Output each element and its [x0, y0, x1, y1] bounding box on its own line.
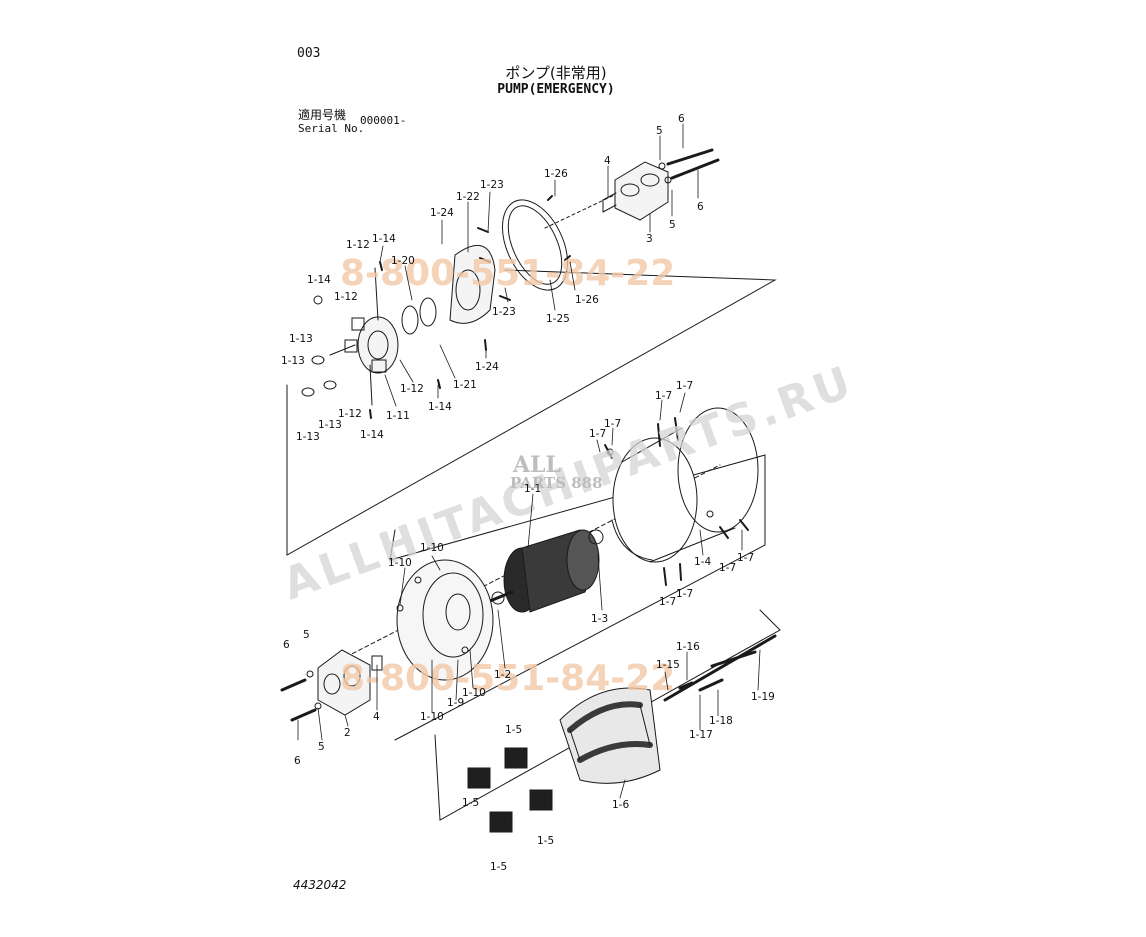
- callout-1-20: 1-20: [391, 255, 415, 267]
- serial-label-japanese: 適用号機: [298, 108, 347, 122]
- callout-1-14-low: 1-14: [360, 429, 384, 441]
- through-bolts-lower: [663, 634, 777, 702]
- callout-1-2: 1-2: [494, 669, 511, 681]
- callout-1-7-f: 1-7: [719, 562, 736, 574]
- callout-6-top-right: 6: [678, 113, 685, 125]
- callout-1-5-left: 1-5: [462, 797, 479, 809]
- callout-1-7-d: 1-7: [589, 428, 606, 440]
- end-ring: [502, 199, 568, 291]
- callout-1-14-left: 1-14: [307, 274, 331, 286]
- callout-1-7-g: 1-7: [676, 588, 693, 600]
- callout-1-21: 1-21: [453, 379, 477, 391]
- callout-1-16: 1-16: [676, 641, 700, 653]
- callout-4-lower: 4: [373, 711, 380, 723]
- callout-1-12-left: 1-12: [334, 291, 358, 303]
- callout-1-7-h: 1-7: [659, 596, 676, 608]
- callout-1-13-low-b: 1-13: [296, 431, 320, 443]
- end-frame: [396, 559, 494, 681]
- callout-1-24-top: 1-24: [430, 207, 454, 219]
- callout-labels: 6 5 4 3 5 6 1-26 1-23 1-22 1-24 1-12 1-1…: [281, 113, 775, 873]
- callout-1-24-mid: 1-24: [475, 361, 499, 373]
- page-title-english: PUMP(EMERGENCY): [497, 82, 615, 97]
- callout-1-5-bottom: 1-5: [490, 861, 507, 873]
- callout-1-7-e: 1-7: [737, 552, 754, 564]
- callout-1-7-a: 1-7: [655, 390, 672, 402]
- callout-1-23-mid: 1-23: [492, 306, 516, 318]
- callout-1-10-bottom: 1-10: [420, 711, 444, 723]
- middle-frame: [389, 454, 766, 741]
- callout-1-25: 1-25: [546, 313, 570, 325]
- callout-1-12-low: 1-12: [338, 408, 362, 420]
- callout-1-10-left: 1-10: [388, 557, 412, 569]
- yoke-screws: [604, 417, 749, 586]
- callout-1-26-mid: 1-26: [575, 294, 599, 306]
- watermark-phone-upper: 8-800-551-84-22: [340, 253, 675, 294]
- yoke-housing: [606, 407, 759, 563]
- page-number: 003: [297, 46, 321, 61]
- callout-1-10-top: 1-10: [420, 542, 444, 554]
- callout-1-19: 1-19: [751, 691, 775, 703]
- callout-1-5-upper: 1-5: [505, 724, 522, 736]
- watermark-phone-lower: 8-800-551-84-22: [340, 658, 675, 699]
- callout-5-upper-right: 5: [669, 219, 676, 231]
- callout-2: 2: [344, 727, 351, 739]
- callout-1-3: 1-3: [591, 613, 608, 625]
- callout-6-lower-left: 6: [283, 639, 290, 651]
- upper-frame: [286, 269, 777, 556]
- watermark-logo-line1: ALL: [512, 452, 561, 478]
- callout-1-9: 1-9: [447, 697, 464, 709]
- callout-4-top: 4: [604, 155, 611, 167]
- callout-1-10-right: 1-10: [462, 687, 486, 699]
- callout-1-1: 1-1: [524, 483, 541, 495]
- brush-cover: [449, 195, 571, 324]
- watermark-logo-line2: PARTS 888: [510, 474, 603, 492]
- callout-3: 3: [646, 233, 653, 245]
- callout-1-23-top: 1-23: [480, 179, 504, 191]
- pole-shoes: [467, 747, 553, 833]
- callout-1-17: 1-17: [689, 729, 713, 741]
- callout-6-lower: 6: [294, 755, 301, 767]
- callout-1-12-top: 1-12: [346, 239, 370, 251]
- armature: [478, 529, 604, 613]
- callout-1-13-left-a: 1-13: [289, 333, 313, 345]
- callout-1-18: 1-18: [709, 715, 733, 727]
- field-coil: [559, 687, 661, 784]
- callout-5-top: 5: [656, 125, 663, 137]
- figure-id: 4432042: [293, 878, 347, 892]
- callout-1-6: 1-6: [612, 799, 629, 811]
- callout-1-7-c: 1-7: [604, 418, 621, 430]
- callout-5-lower-left: 5: [303, 629, 310, 641]
- serial-label-english: Serial No.: [298, 122, 365, 135]
- callout-6-upper-right: 6: [697, 201, 704, 213]
- callout-1-26-top: 1-26: [544, 168, 568, 180]
- callout-1-14-mid: 1-14: [428, 401, 452, 413]
- callout-5-lower: 5: [318, 741, 325, 753]
- callout-1-12-mid: 1-12: [400, 383, 424, 395]
- gear-pump-lower: [280, 649, 383, 722]
- callout-1-13-low-a: 1-13: [318, 419, 342, 431]
- bolts-upper: [658, 148, 720, 184]
- callout-1-15: 1-15: [656, 659, 680, 671]
- callout-1-11: 1-11: [386, 410, 410, 422]
- gear-pump-upper: [602, 161, 669, 221]
- serial-number-value: 000001-: [360, 114, 407, 127]
- leader-lines: [297, 123, 761, 799]
- callout-1-4: 1-4: [694, 556, 711, 568]
- page-title-japanese: ポンプ(非常用): [505, 64, 607, 82]
- callout-1-13-left-b: 1-13: [281, 355, 305, 367]
- callout-1-5-right: 1-5: [537, 835, 554, 847]
- callout-1-7-b: 1-7: [676, 380, 693, 392]
- callout-1-14-top: 1-14: [372, 233, 396, 245]
- callout-1-22: 1-22: [456, 191, 480, 203]
